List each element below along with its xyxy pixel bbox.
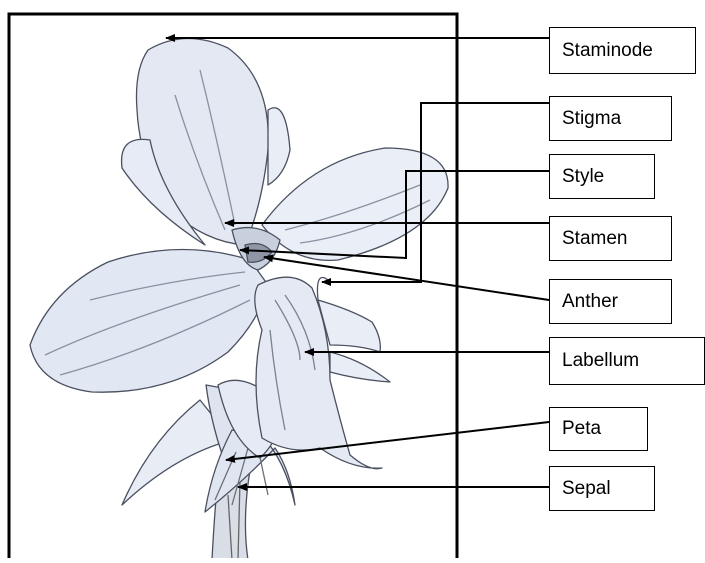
label-stamen: Stamen — [549, 216, 672, 261]
label-style-text: Style — [562, 166, 604, 188]
label-labellum: Labellum — [549, 337, 705, 385]
label-anther: Anther — [549, 279, 672, 324]
label-staminode: Staminode — [549, 27, 696, 74]
label-petal: Peta — [549, 407, 648, 451]
label-stigma-text: Stigma — [562, 108, 621, 130]
label-style: Style — [549, 154, 655, 199]
label-stamen-text: Stamen — [562, 228, 627, 250]
label-sepal: Sepal — [549, 466, 655, 511]
label-staminode-text: Staminode — [562, 40, 653, 62]
label-labellum-text: Labellum — [562, 350, 639, 372]
label-anther-text: Anther — [562, 291, 618, 313]
label-sepal-text: Sepal — [562, 478, 611, 500]
label-petal-text: Peta — [562, 418, 601, 440]
label-stigma: Stigma — [549, 96, 672, 141]
